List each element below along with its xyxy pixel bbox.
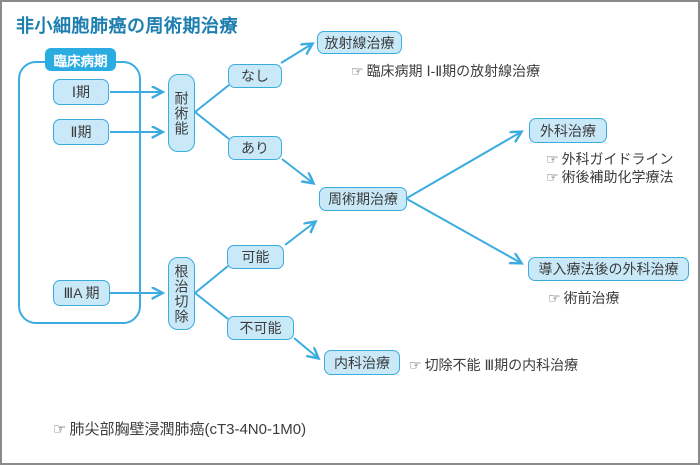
connector-perioperative-to-induction-surgery [406,198,521,263]
ref-unresectable-stage3-label: 切除不能 Ⅲ期の内科治療 [424,357,579,373]
ref-surgery-guideline-label: 外科ガイドライン [561,151,674,167]
branch-tolerance-to-no [194,84,230,113]
branch-tolerance-to-yes [194,111,230,140]
node-surgery: 外科治療 [529,118,607,143]
node-resection-impossible: 不可能 [227,316,294,340]
node-medical-treatment: 内科治療 [324,350,400,375]
pointing-hand-icon: ☞ [546,151,559,167]
pointing-hand-icon: ☞ [53,421,67,438]
node-stage-3a: ⅢA 期 [53,280,110,306]
ref-footnote: ☞肺尖部胸壁浸潤肺癌(cT3-4N0-1M0) [53,418,306,439]
ref-preoperative-treatment: ☞術前治療 [548,288,620,308]
node-stage-1: Ⅰ期 [53,79,109,105]
node-perioperative-treatment: 周術期治療 [319,187,407,211]
ref-radiotherapy: ☞臨床病期 Ⅰ-Ⅱ期の放射線治療 [351,61,540,81]
ref-radiotherapy-label: 臨床病期 Ⅰ-Ⅱ期の放射線治療 [366,63,541,79]
clinical-stage-label: 臨床病期 [45,48,116,71]
connector-yes-to-perioperative [281,158,313,183]
connector-perioperative-to-surgery [406,132,521,199]
node-curative-resection: 根治切除 [168,257,195,330]
node-tolerance-no: なし [228,64,282,88]
ref-unresectable-stage3: ☞切除不能 Ⅲ期の内科治療 [409,355,578,375]
connector-possible-to-perioperative [284,222,315,246]
node-operative-tolerance: 耐術能 [168,74,195,152]
node-tolerance-yes: あり [228,136,282,160]
connector-no-to-radiotherapy [280,44,312,64]
node-stage-2: Ⅱ期 [53,119,109,145]
pointing-hand-icon: ☞ [409,357,422,373]
node-radiotherapy: 放射線治療 [317,31,402,54]
branch-resection-to-impossible [194,292,229,320]
ref-adjuvant-chemotherapy-label: 術後補助化学療法 [561,169,674,185]
ref-surgery-guideline: ☞外科ガイドライン [546,149,674,169]
ref-preoperative-treatment-label: 術前治療 [563,290,620,306]
pointing-hand-icon: ☞ [351,63,364,79]
pointing-hand-icon: ☞ [546,169,559,185]
branch-resection-to-possible [194,265,229,294]
node-surgery-after-induction: 導入療法後の外科治療 [528,257,689,281]
ref-adjuvant-chemotherapy: ☞術後補助化学療法 [546,167,674,187]
node-resection-possible: 可能 [227,245,284,269]
ref-footnote-label: 肺尖部胸壁浸潤肺癌(cT3-4N0-1M0) [69,421,307,438]
pointing-hand-icon: ☞ [548,290,561,306]
connector-impossible-to-medical [293,337,318,358]
page-title: 非小細胞肺癌の周術期治療 [16,16,238,36]
